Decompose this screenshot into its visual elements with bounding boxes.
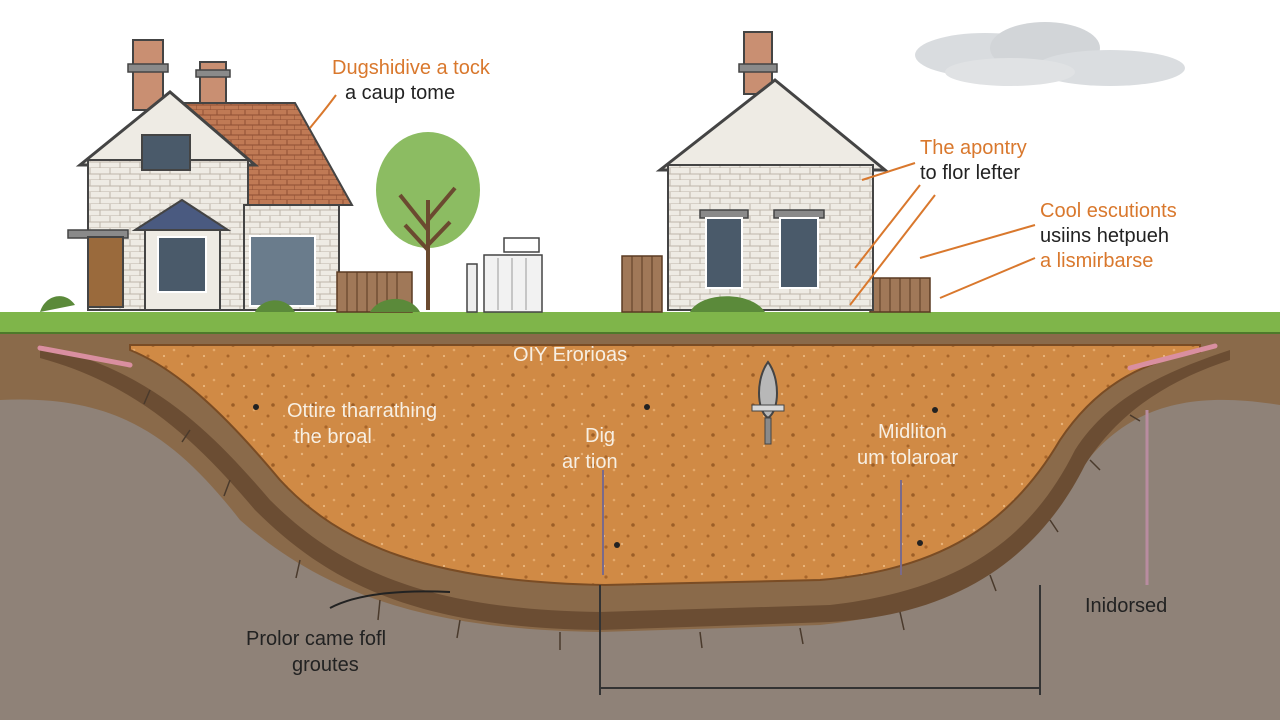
pit-left-line1: Ottire tharrathing: [287, 400, 438, 422]
pipe-left: [37, 345, 133, 368]
arrow-top-left: [309, 94, 337, 129]
dimension-bracket: [599, 585, 1041, 695]
signpost: [466, 237, 543, 313]
pit-center-line1: Dig: [585, 425, 616, 447]
cloud: [915, 22, 1185, 86]
annotation-right-house-line2: to flor lefter: [920, 162, 1021, 184]
tree: [376, 132, 480, 310]
root-texture: [143, 389, 1141, 650]
pipe-right: [1127, 343, 1218, 371]
annotation-right-house-line1: The apontry: [920, 137, 1027, 159]
annotation-top-left-line2: a caup tome: [345, 82, 456, 104]
arrow-right-house-3: [849, 194, 936, 306]
annotation-right-side-line3: a lismirbarse: [1040, 250, 1154, 272]
left-house: [40, 39, 354, 312]
pit-right-line1: Midliton: [878, 421, 947, 443]
arrow-right-side-1: [919, 224, 1036, 259]
annotation-bottom-right: Inidorsed: [1085, 595, 1168, 617]
fence-right: [621, 255, 931, 313]
shovel-icon: [751, 360, 785, 445]
pit-right-line2: um tolaroar: [857, 447, 959, 469]
arrow-right-house-2: [854, 184, 921, 269]
annotation-right-side-line2: usiins hetpueh: [1040, 225, 1169, 247]
pit-left-line2: the broal: [294, 426, 372, 448]
right-house: [655, 31, 890, 312]
arrow-right-house-1: [861, 162, 916, 181]
grass-strip: [0, 312, 1280, 333]
insect-marks: [253, 404, 938, 548]
arrow-right-side-2: [939, 257, 1036, 299]
pit-title: OIY Erorioas: [513, 344, 628, 366]
pit-rim: [40, 345, 1230, 630]
annotation-bottom-left-line1: Prolor came fofl: [246, 628, 387, 650]
annotation-bottom-left-line2: groutes: [292, 654, 359, 676]
pit-center-line2: ar tion: [562, 451, 618, 473]
excavation-pit: [129, 344, 1201, 587]
annotation-right-side-line1: Cool escutionts: [1040, 200, 1177, 222]
annotation-top-left-line1: Dugshidive a tock: [332, 57, 490, 79]
arrow-bottom-left: [329, 590, 451, 609]
